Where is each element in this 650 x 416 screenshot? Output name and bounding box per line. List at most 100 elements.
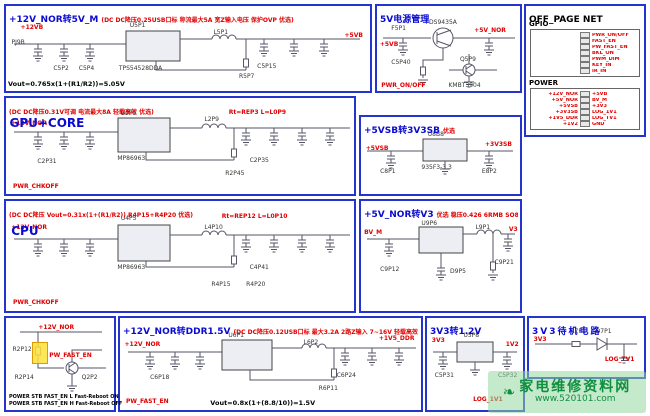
schematic-label: Rt=REP12 L=L0P10 <box>221 213 288 221</box>
watermark-text: 家电维修资料网 www.520101.com <box>519 379 631 406</box>
net-name: +3V3 <box>592 103 608 109</box>
circuit-sketch <box>433 341 517 376</box>
logic-caption-on: POWER STB FAST_EN L Fast-Reboot ON <box>9 394 119 400</box>
schematic-label: MP86963 <box>117 263 146 271</box>
schematic-label: R2P12 <box>12 346 32 354</box>
schematic-label: C6P24 <box>336 372 356 380</box>
ic-symbol <box>221 339 273 371</box>
schematic-label: Q2P2 <box>81 374 98 382</box>
schematic-label: R2P14 <box>14 374 34 382</box>
schematic-label: LOG_1V1 <box>473 397 503 403</box>
block-header: (DC DC降压 Vout=0.31x(1+(R1/R2)) R4P15+R4P… <box>9 202 352 221</box>
pin-stub <box>580 91 590 97</box>
schematic-label: C5P15 <box>257 62 277 70</box>
pin-stub <box>580 50 590 56</box>
pin-stub <box>580 109 590 115</box>
net-row: KEY_IN <box>533 62 637 68</box>
schematic-label: D9P5 <box>450 268 466 276</box>
schematic-label: R7P1 <box>570 327 586 335</box>
schematic-label: C4P41 <box>249 263 269 271</box>
net-row: +12V_NOR +5VB <box>533 91 637 97</box>
block-header: 3V3转1.2V <box>430 319 521 338</box>
schematic-label: LOG_TV1 <box>604 355 635 363</box>
net-name: +1V5_DDR <box>548 115 578 121</box>
circuit-sketch <box>14 30 360 71</box>
net-row: +1V5_DDR LOG_TV1 <box>533 115 637 121</box>
net-name: +5VB <box>592 91 608 97</box>
schematic-label: +5VB <box>344 32 363 40</box>
schematic-label: PW_FAST_EN <box>49 351 92 359</box>
schematic-label: R2P45 <box>225 169 245 177</box>
net-name: IR_IN <box>592 68 607 74</box>
block-title: CPU <box>11 224 39 239</box>
block-title: GPU+CORE <box>9 116 85 131</box>
ic-symbol <box>117 117 171 153</box>
block-3v3-to-1v2: 3V3转1.2V 3V3U5P81V2C5P31C5P32LOG_1V1 <box>425 316 525 412</box>
net-name: PW_FAST_EN <box>592 44 628 50</box>
schematic-label: D7P1 <box>595 327 612 335</box>
schematic-label: U5P8 <box>463 331 480 339</box>
vout-formula: Vout=0.765x(1+(R1/R2))=5.05V <box>8 80 125 88</box>
block-header: 3V3待机电路 <box>532 319 642 338</box>
schematic-label: +5V_NOR <box>474 27 506 35</box>
schematic-label: FDS9435A <box>425 18 457 26</box>
block-title: 5V电源管理 <box>380 15 430 25</box>
pin-stub <box>580 68 590 74</box>
net-row: PWR_ON/OFF <box>533 32 637 38</box>
block-gpu-core: (DC DC降压0.31V可调 电流最大8A 轻载高效 优选) GPU+CORE… <box>4 96 356 196</box>
net-row: +5VSB +3V3 <box>533 103 637 109</box>
block-header: (DC DC降压0.31V可调 电流最大8A 轻载高效 优选) <box>9 99 352 118</box>
schematic-label: KMBT3904 <box>448 81 481 89</box>
circuit-sketch <box>367 226 515 281</box>
net-row: BKL_ON <box>533 50 637 56</box>
schematic-label: 3V3 <box>431 337 445 345</box>
watermark-site-name: 家电维修资料网 <box>519 378 632 395</box>
net-name: +5V_NOR <box>551 97 578 103</box>
schematic-label: PWR_ON/OFF <box>381 81 426 89</box>
block-header: +12V_NOR转DDR1.5V(DC DC降压0.12USB口标 最大3.2A… <box>123 319 419 338</box>
watermark-vine-icon: ❧ <box>502 383 516 401</box>
schematic-label: MP86963 <box>117 154 146 162</box>
net-row: FAST_EN <box>533 38 637 44</box>
net-name: +5VSB <box>559 103 578 109</box>
block-note: (DC DC降压0.31V可调 电流最大8A 轻载高效 优选) <box>9 109 154 116</box>
net-row: PW_FAST_EN <box>533 44 637 50</box>
net-name: LOG_TV1 <box>592 115 617 121</box>
net-section-title: GPIO <box>529 20 549 28</box>
block-note: (DC DC降压0.12USB口标 最大3.2A 2路Z输入 7~16V 轻载高… <box>233 329 419 336</box>
schematic-label: 3V3 <box>533 335 547 343</box>
logic-caption-off: POWER STB FAST_EN H Fast-Reboot OFF <box>9 401 123 407</box>
net-row: PWM_DIM <box>533 56 637 62</box>
schematic-label: C5P4 <box>78 64 95 72</box>
block-note: 优选 稳压0.426 6RMB SO8封装 规格PG <box>436 212 518 219</box>
schematic-label: +5VSB <box>365 145 389 153</box>
circuit-sketch <box>14 117 350 161</box>
pin-stub <box>580 44 590 50</box>
pin-stub <box>580 103 590 109</box>
schematic-label: +5VB <box>379 40 399 48</box>
ic-symbol <box>125 30 181 62</box>
block-12v-nor-to-5vm: +12V_NOR转5V_M(DC DC降压0.25USB口标 称流最大5A 宽Z… <box>4 4 372 93</box>
block-header: OFF_PAGE NET <box>529 7 642 26</box>
net-name: PWM_DIM <box>592 56 620 62</box>
vout-formula: Vout=0.8x(1+(8.8/10))=1.5V <box>210 399 316 407</box>
net-name: +1V2 <box>562 121 578 127</box>
ic-symbol <box>418 226 464 254</box>
net-name: +12V_NOR <box>548 91 578 97</box>
schematic-label: C6P18 <box>150 374 170 382</box>
